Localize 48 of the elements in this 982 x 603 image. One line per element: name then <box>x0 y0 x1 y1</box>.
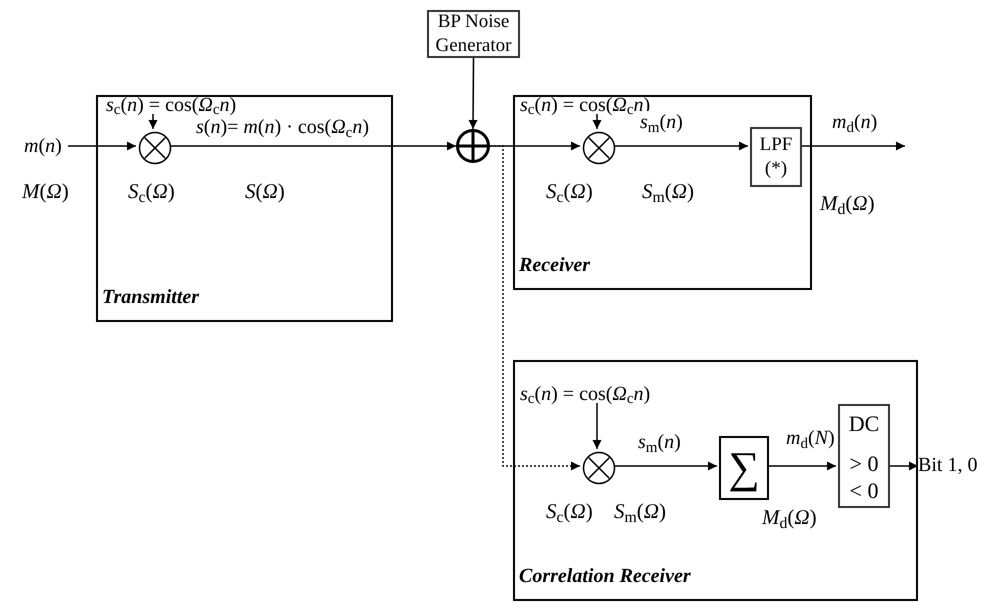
box-label: BP Noise Generator <box>434 10 512 58</box>
arrow <box>68 142 136 150</box>
box-label: LPF <box>760 133 792 157</box>
spectrum-label: M(Ω) <box>22 179 69 203</box>
spectrum-label: S$_{m}$(Ω) <box>614 499 666 523</box>
spectrum-label: S$_{c}$(Ω) <box>128 179 175 203</box>
arrow <box>148 114 158 129</box>
signal-label: Bit 1, 0 <box>918 455 978 475</box>
arrow <box>614 142 748 150</box>
arrow <box>888 462 918 470</box>
correlation-receiver-block <box>513 360 918 601</box>
spectrum-label: S$_{c}$(Ω) <box>546 499 593 523</box>
noise-generator-box <box>427 10 520 58</box>
spectrum-label: S(Ω) <box>245 179 285 203</box>
edge-label: s$_{m}$(n) <box>638 431 681 453</box>
box-label: < 0 <box>850 477 878 504</box>
block-title: Receiver <box>519 254 590 276</box>
lowpass-filter-box <box>750 127 802 187</box>
signal-label: m(n) <box>24 136 62 156</box>
arrow <box>614 462 717 470</box>
arrow <box>490 145 580 470</box>
arrow <box>767 462 836 470</box>
arrow <box>800 142 905 150</box>
decision-box <box>838 404 890 508</box>
receiver-block <box>513 95 812 290</box>
signal-label: s$_{c}$(n) = cos(Ω$_{c}$n) <box>106 94 236 114</box>
spectrum-label: S$_{m}$(Ω) <box>642 179 694 203</box>
arrow <box>592 114 602 129</box>
block-title: Transmitter <box>102 286 200 308</box>
transmitter-block <box>96 95 393 322</box>
edge-label: s$_{m}$(n) <box>640 111 683 133</box>
arrow <box>170 142 456 150</box>
edge-label: m$_{d}$(n) <box>832 111 878 133</box>
arrow <box>468 58 478 129</box>
sum-symbol: ∑ <box>728 446 760 490</box>
box-label: (*) <box>764 157 788 181</box>
spectrum-label: S$_{c}$(Ω) <box>546 179 593 203</box>
edge-label: m$_{d}$(N) <box>786 427 835 449</box>
arrow <box>490 142 580 150</box>
block-title: Correlation Receiver <box>519 565 691 587</box>
summation-box <box>719 436 769 500</box>
edge-label: s(n)= m(n) · cos(Ω$_{c}$n) <box>196 116 369 138</box>
spectrum-label: M$_{d}$(Ω) <box>820 191 875 215</box>
arrow <box>592 403 602 449</box>
spectrum-label: M$_{d}$(Ω) <box>762 505 817 529</box>
signal-label: s$_{c}$(n) = cos(Ω$_{c}$n) <box>520 384 650 404</box>
box-label: > 0 <box>850 450 878 477</box>
box-label: DC <box>848 410 880 438</box>
